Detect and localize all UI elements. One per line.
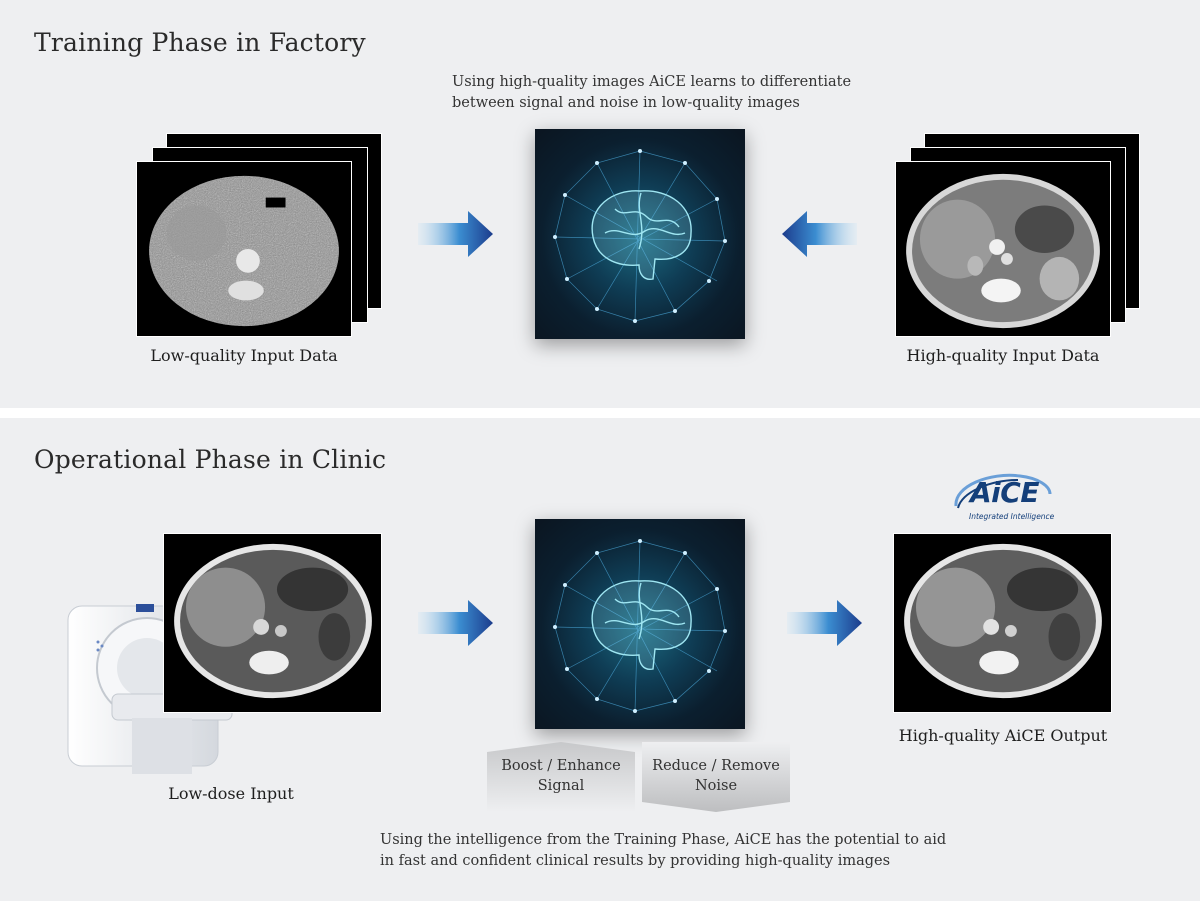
high-quality-label: High-quality Input Data — [906, 346, 1100, 365]
ct-slice-aice-output — [893, 533, 1112, 713]
reduce-noise-line1: Reduce / Remove — [652, 758, 780, 774]
reduce-noise-line2: Noise — [694, 778, 738, 794]
training-caption-line1: Using high-quality images AiCE learns to… — [452, 74, 852, 90]
boost-signal-line2: Signal — [537, 778, 585, 794]
right-arrow-icon — [787, 600, 862, 646]
left-arrow-icon — [782, 211, 857, 257]
brain-network-icon — [535, 519, 745, 729]
section-divider — [0, 408, 1200, 418]
aice-output-label: High-quality AiCE Output — [898, 726, 1108, 745]
ct-slice-high-quality — [895, 161, 1111, 337]
training-caption: Using high-quality images AiCE learns to… — [452, 72, 851, 114]
training-phase-title: Training Phase in Factory — [34, 28, 366, 57]
aice-logo: AiCE Integrated Intelligence — [950, 472, 1055, 524]
ct-slice-low-dose — [163, 533, 382, 713]
aice-logo-word: AiCE — [970, 476, 1039, 509]
right-arrow-icon — [418, 211, 493, 257]
brain-network-icon — [535, 129, 745, 339]
low-quality-label: Low-quality Input Data — [150, 346, 338, 365]
training-caption-line2: between signal and noise in low-quality … — [452, 95, 800, 111]
operational-phase-title: Operational Phase in Clinic — [34, 445, 387, 474]
boost-signal-line1: Boost / Enhance — [501, 758, 621, 774]
operational-caption-line2: in fast and confident clinical results b… — [380, 853, 891, 869]
aice-logo-tagline: Integrated Intelligence — [969, 512, 1055, 521]
ct-slice-low-quality — [136, 161, 352, 337]
operational-caption-line1: Using the intelligence from the Training… — [380, 832, 947, 848]
right-arrow-icon — [418, 600, 493, 646]
low-dose-label: Low-dose Input — [168, 784, 294, 803]
operational-caption: Using the intelligence from the Training… — [380, 830, 946, 872]
